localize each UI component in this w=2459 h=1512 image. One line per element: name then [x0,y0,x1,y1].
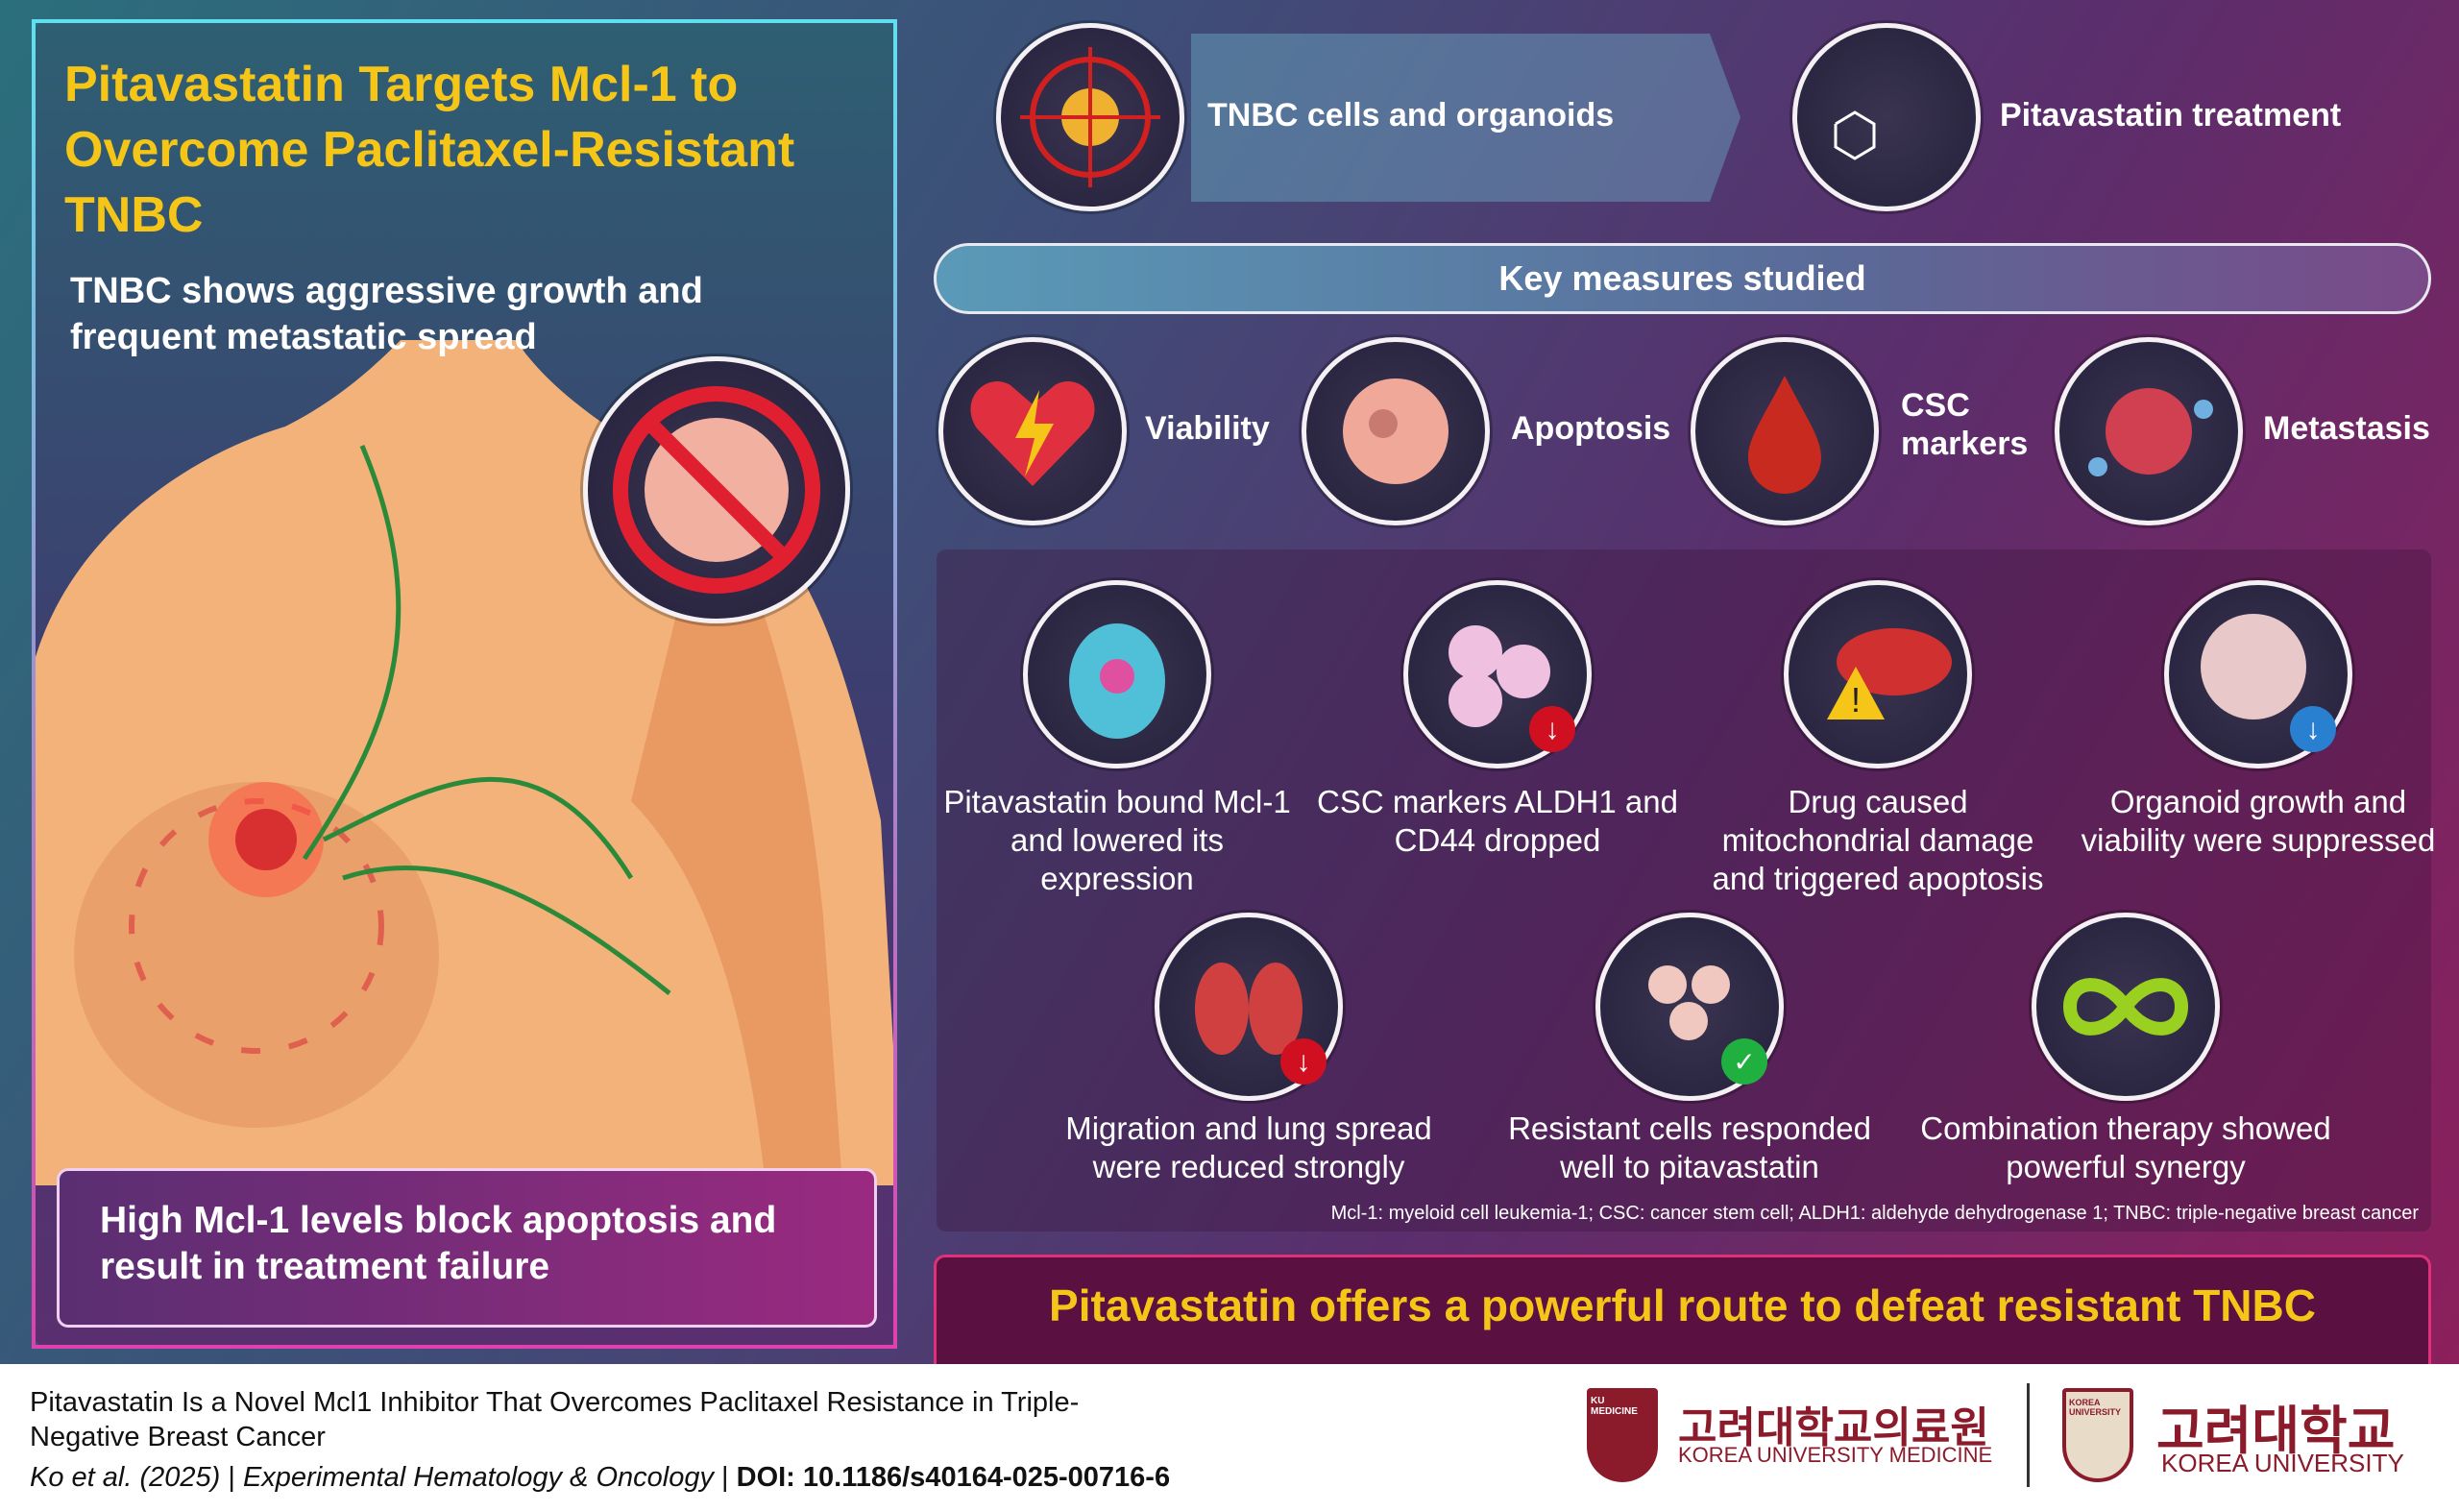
apoptotic-cell-icon [1302,337,1490,525]
doi[interactable]: DOI: 10.1186/s40164-025-00716-6 [736,1462,1171,1493]
key-measures-header: Key measures studied [934,243,2431,314]
svg-text:↓: ↓ [1297,1046,1311,1078]
ku-medicine-shield-logo: KU MEDICINE [1587,1388,1658,1482]
result-caption: Migration and lung spread were reduced s… [1065,1110,1432,1184]
problem-box: High Mcl-1 levels block apoptosis and re… [57,1168,877,1328]
svg-text:↓: ↓ [1546,714,1560,745]
result-caption: Resistant cells responded well to pitava… [1508,1110,1871,1184]
subtitle: TNBC shows aggressive growth and frequen… [70,271,703,357]
result-caption: Organoid growth and viability were suppr… [2081,784,2436,858]
flow-step-2: Pitavastatin treatment [2000,97,2342,134]
infographic: Pitavastatin Targets Mcl-1 to Overcome P… [0,0,2459,1364]
svg-text:!: ! [1851,680,1861,719]
conclusion-banner: Pitavastatin offers a powerful route to … [934,1255,2431,1364]
paper-title: Pitavastatin Is a Novel Mcl1 Inhibitor T… [30,1387,1080,1452]
heart-lightning-icon [938,337,1127,525]
infinity-icon [2032,913,2220,1101]
mitochondria-warning-icon: ! [1784,580,1972,768]
no-tumor-icon [583,356,850,623]
logo1-korean: 고려대학교의료원 [1678,1404,1989,1451]
cells-check-icon: ✓ [1595,913,1784,1101]
journal: Experimental Hematology & Oncology [242,1462,714,1493]
molecule-structure-icon [1792,23,1981,211]
flow-arrow [1191,34,1741,202]
result-caption: CSC markers ALDH1 and CD44 dropped [1317,784,1678,858]
svg-text:✓: ✓ [1733,1047,1755,1077]
result-caption: Combination therapy showed powerful syne… [1920,1110,2331,1184]
abbreviations: Mcl-1: myeloid cell leukemia-1; CSC: can… [1330,1203,2419,1224]
result-caption: Drug caused mitochondrial damage and tri… [1712,784,2044,896]
authors: Ko et al. (2025) [30,1462,221,1493]
result-caption: Pitavastatin bound Mcl-1 and lowered its… [943,784,1291,896]
logo-divider [2027,1383,2030,1487]
measure-label-metastasis: Metastasis [2263,410,2430,447]
logo1-english: KOREA UNIVERSITY MEDICINE [1678,1443,1993,1467]
measure-label-viability: Viability [1145,410,1270,447]
citation: Ko et al. (2025) | Experimental Hematolo… [30,1462,1171,1493]
stem-cells-down-icon: ↓ [1403,580,1592,768]
logo2-korean: 고려대학교 [2156,1402,2396,1460]
blood-drop-dna-icon [1691,337,1879,525]
measure-label-csc: CSC markers [1901,387,2029,462]
svg-text:↓: ↓ [2306,714,2321,745]
measure-label-apoptosis: Apoptosis [1511,410,1671,447]
organoid-down-icon: ↓ [2164,580,2352,768]
logo2-english: KOREA UNIVERSITY [2161,1449,2404,1477]
cell-icon [1023,580,1211,768]
main-title: Pitavastatin Targets Mcl-1 to Overcome P… [64,57,795,243]
flow-step-1: TNBC cells and organoids [1207,97,1615,134]
lungs-down-icon: ↓ [1155,913,1343,1101]
target-cells-icon [996,23,1184,211]
left-panel: Pitavastatin Targets Mcl-1 to Overcome P… [32,19,897,1349]
korea-university-shield-logo: KOREA UNIVERSITY [2062,1388,2133,1482]
metastasis-cell-icon [2055,337,2243,525]
